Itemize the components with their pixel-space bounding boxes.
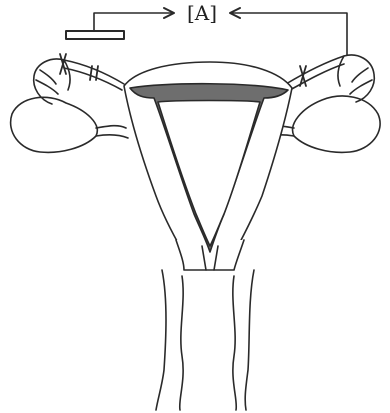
left-ligation-mark-1 (60, 54, 66, 74)
right-fallopian-tube-outer (286, 56, 344, 84)
left-ligation-mark-2 (90, 66, 98, 80)
right-callout-line (232, 13, 347, 55)
left-fallopian-tube-outer (64, 60, 124, 84)
label-bar (66, 31, 124, 39)
left-ovarian-ligament-lower (96, 135, 128, 138)
vagina-inner-left (180, 276, 183, 410)
vagina-right-wall (245, 270, 254, 410)
left-callout-line (94, 13, 172, 31)
left-ovary (11, 97, 98, 152)
label-a: [A] (187, 1, 217, 25)
vagina-inner-right (233, 276, 236, 410)
vagina-left-wall (156, 270, 166, 410)
right-ovary (293, 96, 381, 152)
left-fallopian-tube-inner (64, 68, 122, 90)
right-fimbriae (338, 55, 374, 102)
left-ovarian-ligament (96, 126, 126, 128)
